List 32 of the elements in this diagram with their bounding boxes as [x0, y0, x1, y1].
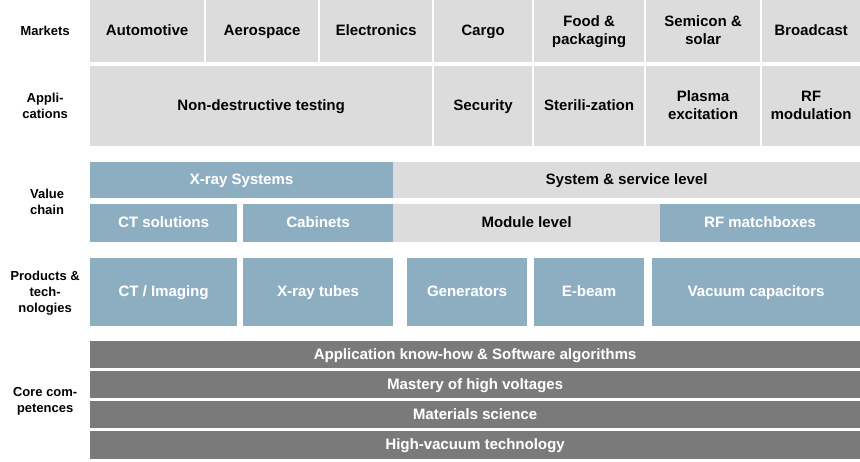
market-box: Automotive [90, 0, 204, 62]
value-chain-box: CT solutions [90, 204, 237, 242]
competence-bar: Materials science [90, 401, 860, 428]
value-chain-box: Cabinets [243, 204, 393, 242]
row-label: Products & tech-nologies [10, 268, 80, 316]
market-box: Food & packaging [534, 0, 644, 62]
competence-bar: Mastery of high voltages [90, 371, 860, 398]
level-band: Module level [393, 204, 660, 242]
application-box: Plasma excitation [646, 66, 760, 146]
product-box: CT / Imaging [90, 258, 237, 326]
value-chain-box: X-ray Systems [90, 162, 393, 198]
application-box: Sterili-zation [534, 66, 644, 146]
market-box: Semicon & solar [646, 0, 760, 62]
product-box: X-ray tubes [243, 258, 393, 326]
product-box: Generators [407, 258, 527, 326]
competence-bar: Application know-how & Software algorithms [90, 341, 860, 368]
product-box: Vacuum capacitors [652, 258, 860, 326]
application-box: Security [434, 66, 532, 146]
market-box: Cargo [434, 0, 532, 62]
value-chain-box: RF matchboxes [660, 204, 860, 242]
application-box: RF modulation [762, 66, 860, 146]
row-label: Core com-petences [12, 384, 78, 416]
level-band: System & service level [393, 162, 860, 198]
market-box: Electronics [320, 0, 432, 62]
competence-bar: High-vacuum technology [90, 431, 860, 459]
application-box: Non-destructive testing [90, 66, 432, 146]
market-box: Aerospace [206, 0, 318, 62]
row-label: Markets [19, 23, 71, 39]
row-label: Appli-cations [21, 90, 69, 122]
row-label: Value chain [29, 186, 65, 218]
product-box: E-beam [534, 258, 644, 326]
market-box: Broadcast [762, 0, 860, 62]
